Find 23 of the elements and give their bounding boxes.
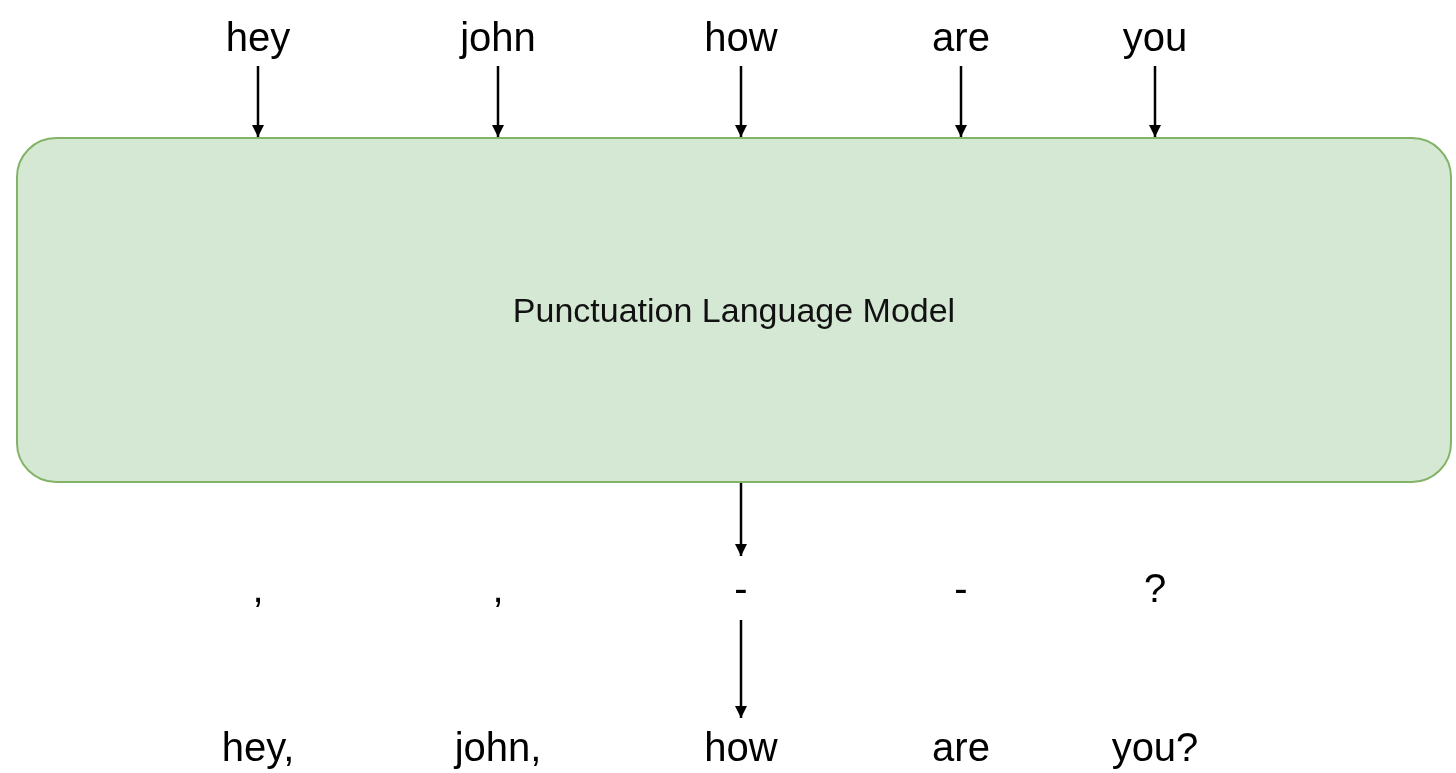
word-label: john (418, 8, 578, 66)
word-label: - (881, 556, 1041, 620)
word-label: are (881, 8, 1041, 66)
word-label: you? (1075, 718, 1235, 773)
word-label: hey, (178, 718, 338, 773)
arrow (734, 483, 748, 556)
word-label: , (178, 556, 338, 620)
arrow (491, 66, 505, 137)
word-label: - (661, 556, 821, 620)
arrow (734, 66, 748, 137)
word-label: ? (1075, 556, 1235, 620)
word-label: you (1075, 8, 1235, 66)
word-label: are (881, 718, 1041, 773)
arrow (734, 620, 748, 718)
word-label: how (661, 718, 821, 773)
arrow (954, 66, 968, 137)
word-label: , (418, 556, 578, 620)
word-label: how (661, 8, 821, 66)
arrow (251, 66, 265, 137)
arrow (1148, 66, 1162, 137)
word-label: john, (418, 718, 578, 773)
model-box: Punctuation Language Model (16, 137, 1452, 483)
word-label: hey (178, 8, 338, 66)
